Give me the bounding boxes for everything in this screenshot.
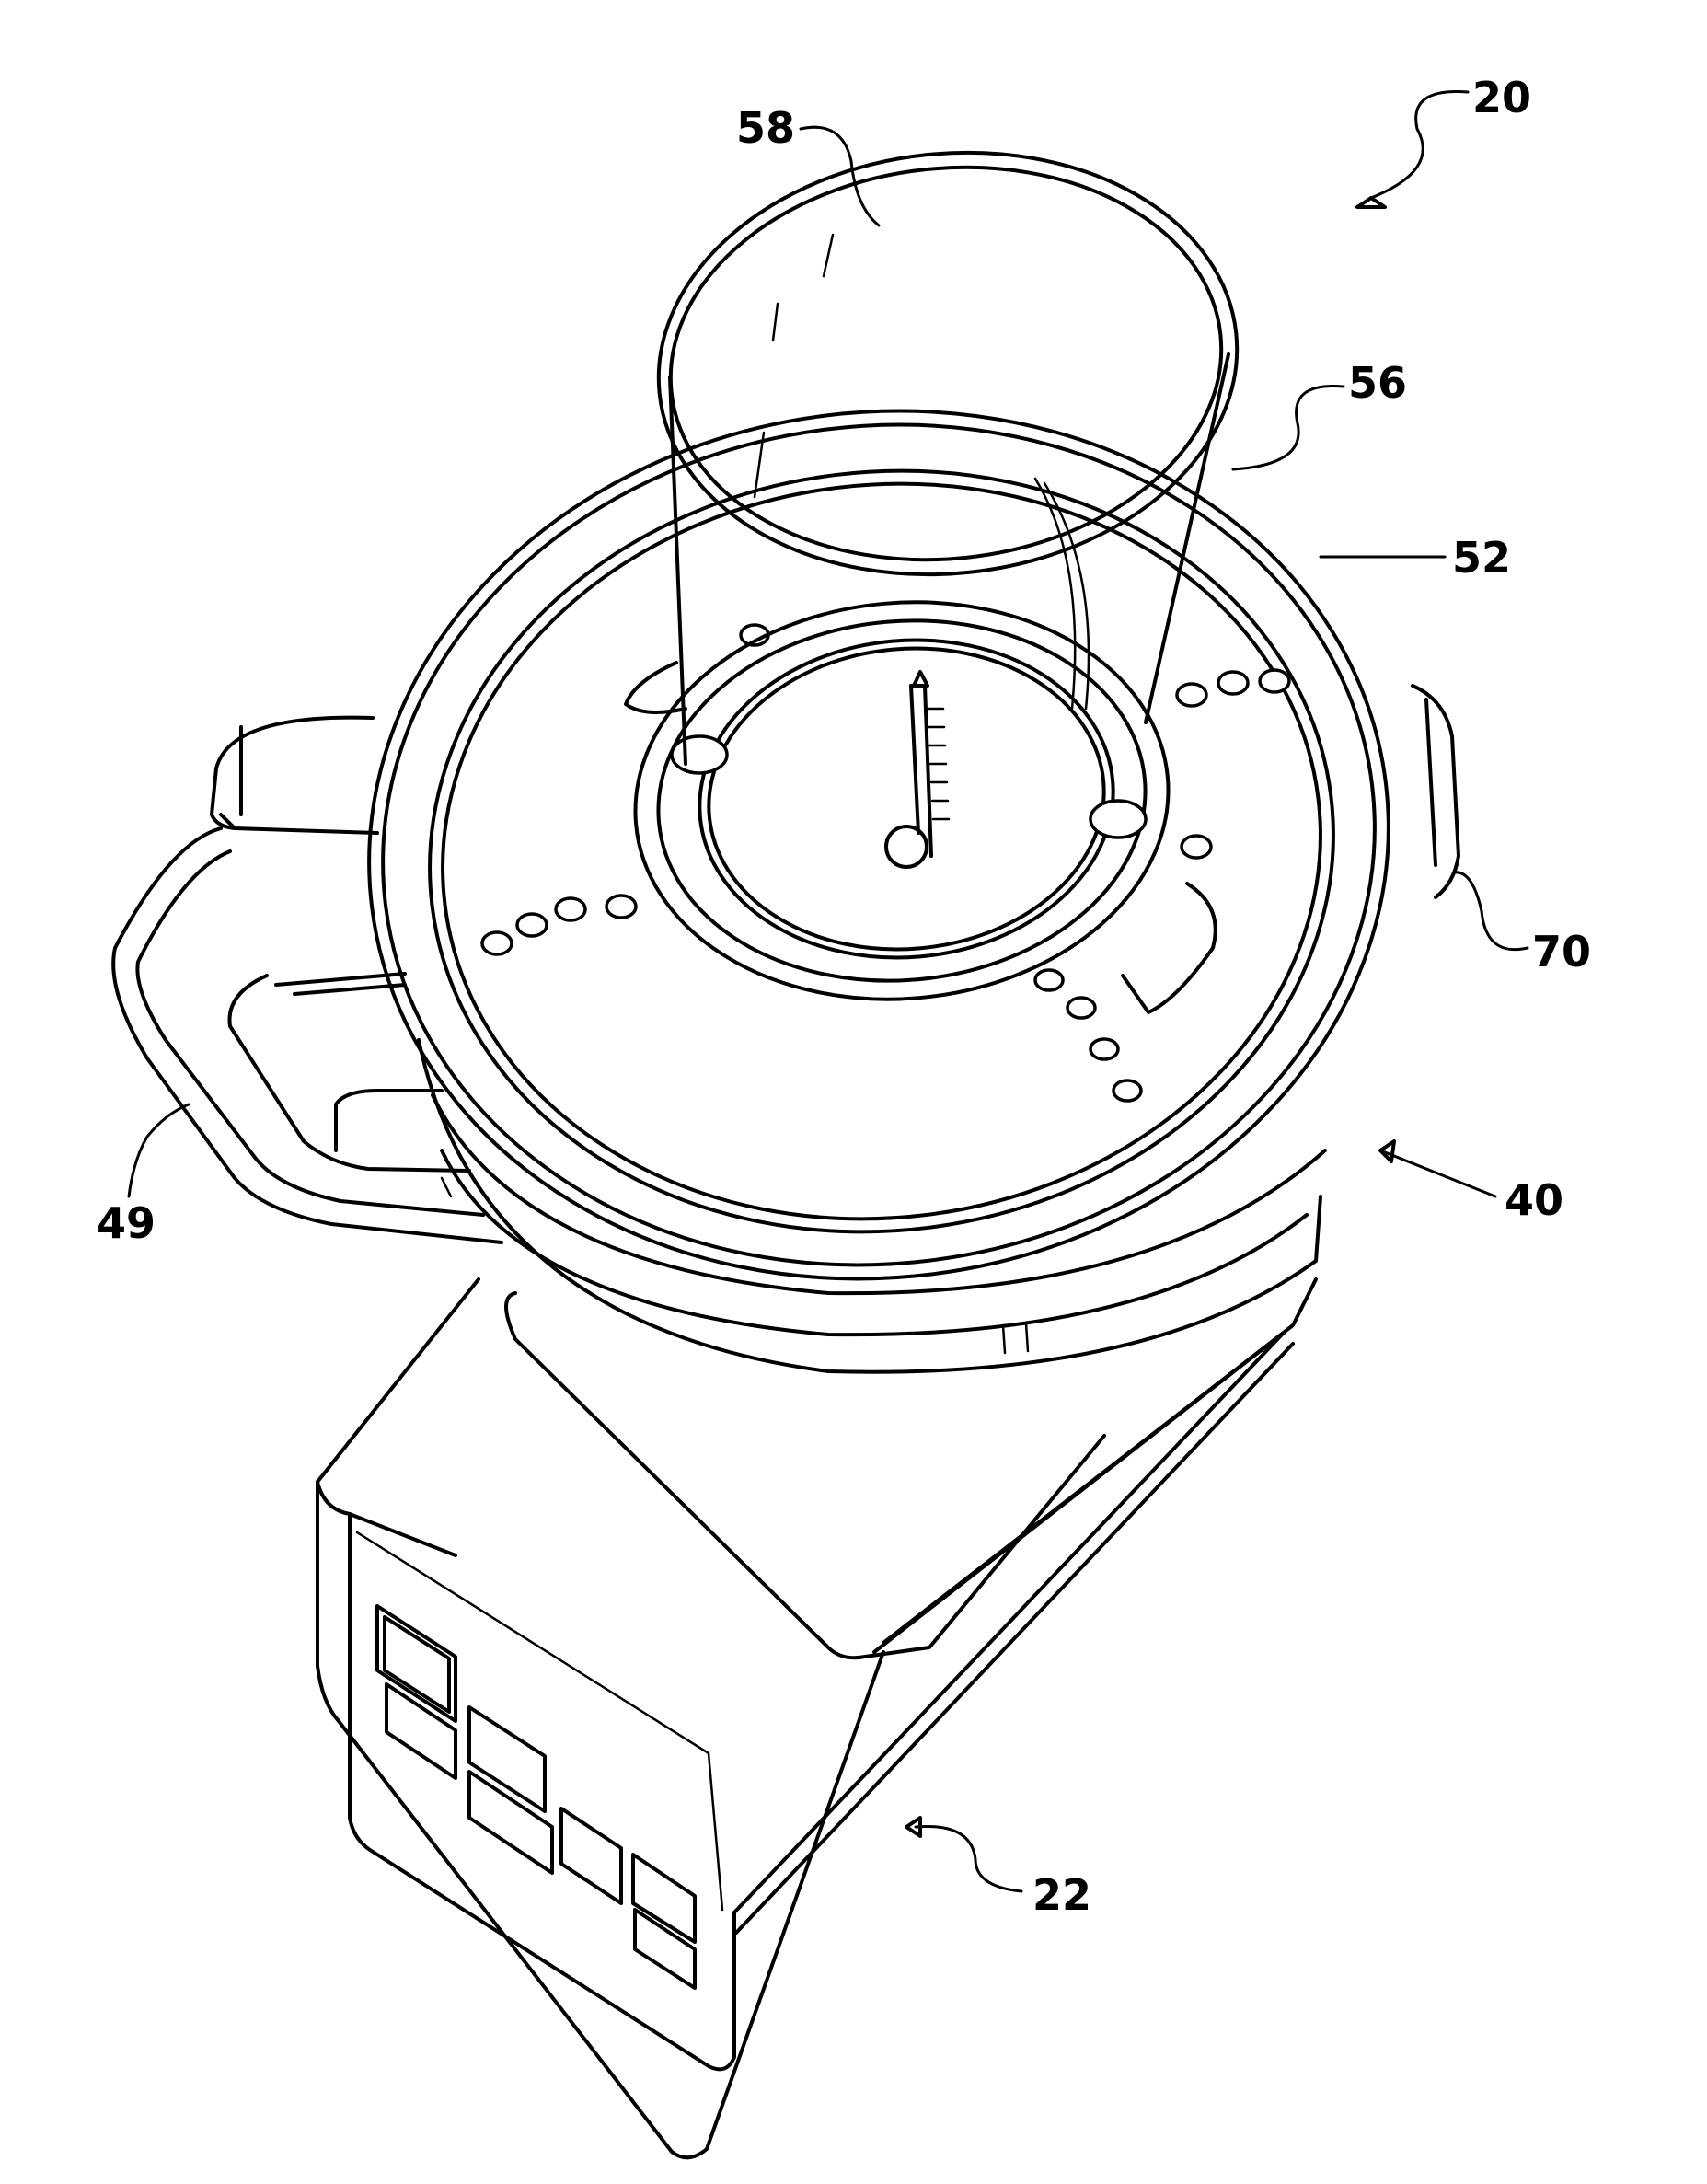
ref-label-insert-rim: 56 [1348,358,1407,408]
ref-20: 20 [1357,73,1531,207]
display-buttons [377,1606,695,1988]
ref-label-base: 22 [1032,1870,1091,1920]
scale-base [317,1279,1316,2157]
ref-58: 58 [736,103,879,225]
insert-cup [638,124,1258,764]
lid-vent-holes [482,625,1289,1101]
center-hub [618,581,1184,1022]
thermometer-icon [886,672,949,867]
container-handle [113,718,502,1242]
ref-49: 49 [97,1104,189,1248]
ref-40: 40 [1380,1141,1563,1225]
ref-56: 56 [1233,358,1407,469]
ref-52: 52 [1321,533,1511,583]
ref-label-button: 70 [1532,927,1591,976]
container [419,1040,1325,1372]
ref-70: 70 [1454,872,1591,976]
lid [319,353,1459,1336]
ref-label-assembly: 20 [1472,73,1531,122]
ref-label-lid: 52 [1452,533,1511,583]
ref-label-container: 40 [1505,1175,1563,1225]
ref-label-insert-cup: 58 [736,103,795,153]
ref-label-handle: 49 [97,1198,156,1248]
ref-22: 22 [906,1818,1091,1920]
